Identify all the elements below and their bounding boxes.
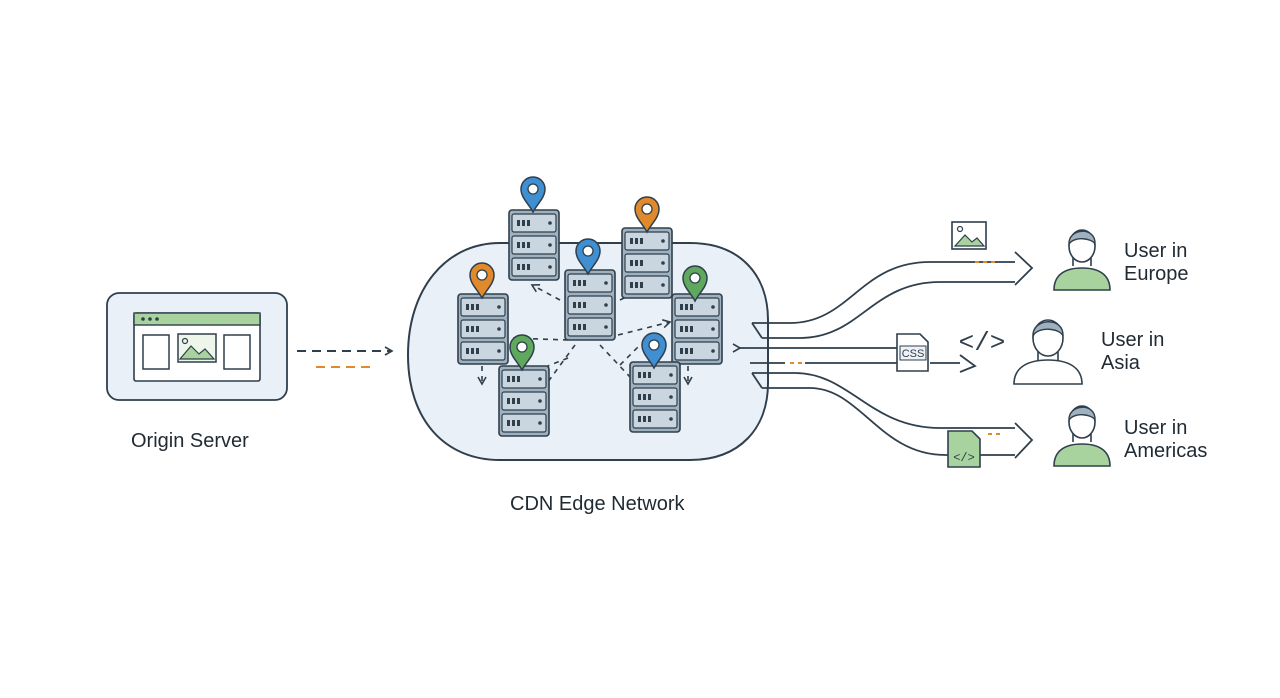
user-europe-line2: Europe xyxy=(1124,263,1189,285)
location-pins xyxy=(469,176,708,372)
edge-server-3 xyxy=(564,269,616,341)
location-pin-icon xyxy=(520,176,546,214)
user-americas-line1: User in xyxy=(1124,417,1188,439)
svg-text:</>: </> xyxy=(953,451,975,465)
code-symbol: </> xyxy=(959,328,1006,358)
browser-window-icon xyxy=(133,312,261,382)
code-file-icon: </> xyxy=(947,430,981,468)
user-americas-icon xyxy=(1053,405,1111,467)
origin-server xyxy=(106,292,288,401)
edge-server-7 xyxy=(629,361,681,433)
edge-server-2 xyxy=(621,227,673,299)
edge-server-4 xyxy=(457,293,509,365)
css-file-icon: CSS xyxy=(896,333,929,372)
edge-server-5 xyxy=(671,293,723,365)
svg-text:CSS: CSS xyxy=(902,348,925,360)
location-pin-icon xyxy=(641,332,667,370)
cdn-network-label: CDN Edge Network xyxy=(510,493,685,515)
edge-server-6 xyxy=(498,365,550,437)
location-pin-icon xyxy=(469,262,495,300)
user-europe-line1: User in xyxy=(1124,240,1188,262)
image-file-icon xyxy=(951,221,987,250)
user-americas-label: User in Americas xyxy=(1124,417,1207,463)
user-europe-label: User in Europe xyxy=(1124,240,1189,286)
location-pin-icon xyxy=(682,265,708,303)
svg-text:</>: </> xyxy=(959,328,1006,358)
location-pin-icon xyxy=(634,196,660,234)
origin-server-label: Origin Server xyxy=(131,430,249,452)
location-pin-icon xyxy=(509,334,535,372)
origin-to-cdn-flow xyxy=(297,346,394,368)
edge-server-1 xyxy=(508,209,560,281)
delivery-paths xyxy=(732,251,1034,459)
user-asia-line1: User in xyxy=(1101,329,1165,351)
delivery-accents xyxy=(790,261,1000,435)
user-asia-line2: Asia xyxy=(1101,352,1140,374)
location-pin-icon xyxy=(575,238,601,276)
user-europe-icon xyxy=(1053,229,1111,291)
user-americas-line2: Americas xyxy=(1124,440,1208,462)
user-asia-label: User in Asia xyxy=(1101,329,1164,375)
user-asia-icon xyxy=(1013,319,1083,385)
